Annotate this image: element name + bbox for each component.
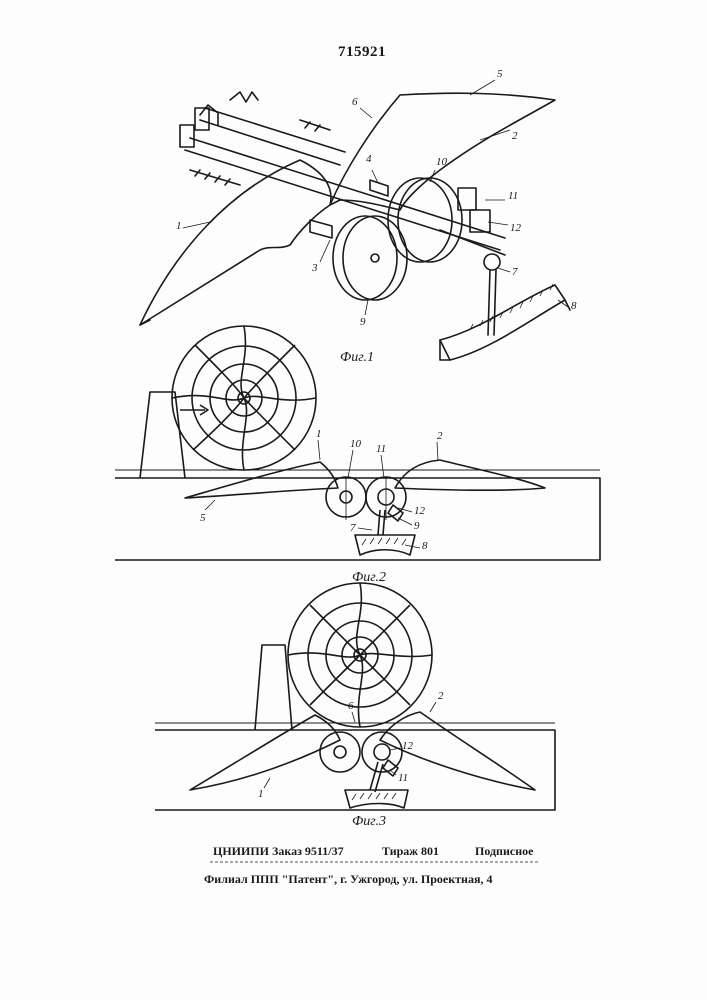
imprint-branch: Филиал ППП "Патент", г. Ужгород, ул. Про… — [204, 872, 492, 887]
